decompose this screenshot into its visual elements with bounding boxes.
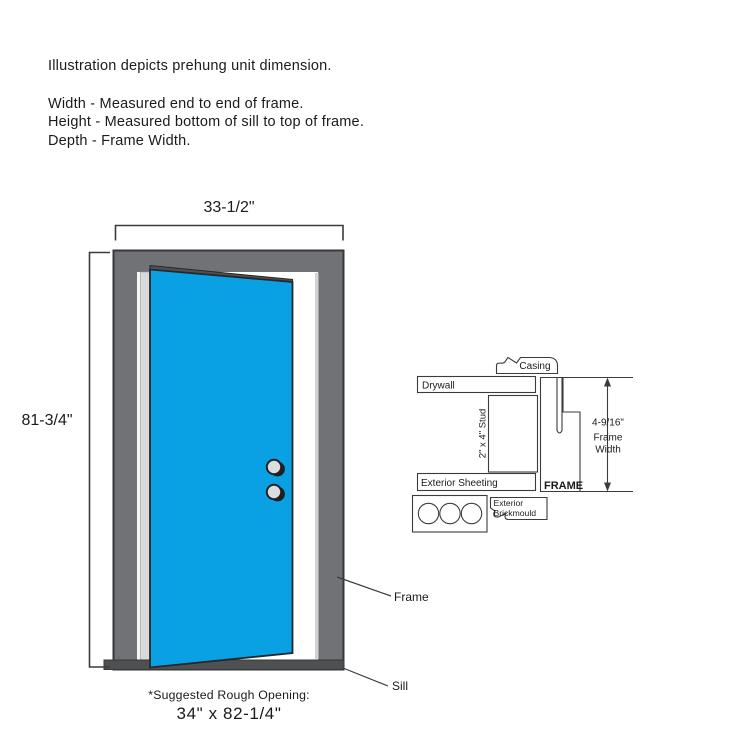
arrow-down	[604, 482, 611, 492]
hinge-jamb-highlight	[137, 272, 141, 662]
rough-opening-note: *Suggested Rough Opening: 34" x 82-1/4"	[103, 688, 355, 724]
sheeting-label: Exterior Sheeting	[421, 478, 498, 489]
arrow-up	[604, 377, 611, 387]
deadbolt-knob	[265, 458, 283, 476]
rough-opening-label: *Suggested Rough Opening:	[148, 688, 310, 702]
stud-label: 2" x 4" Stud	[478, 409, 489, 459]
height-dimension-text: 81-3/4"	[21, 412, 72, 429]
height-dimension-line	[88, 251, 110, 668]
door-illustration	[103, 249, 345, 671]
drywall-box	[416, 375, 537, 394]
sill-label: Sill	[392, 679, 408, 693]
siding-circle	[439, 502, 461, 525]
brickmould-label-line1: Exterior	[494, 498, 524, 508]
casing-profile	[495, 356, 559, 375]
frame-label: Frame	[394, 590, 429, 604]
frame-width-label-line1: Frame	[594, 433, 623, 444]
height-definition: Height - Measured bottom of sill to top …	[48, 114, 365, 131]
frame-profile	[539, 376, 581, 493]
intro-text: Illustration depicts prehung unit dimens…	[48, 58, 332, 74]
door-panel	[149, 268, 294, 669]
depth-definition: Depth - Frame Width.	[48, 132, 191, 149]
sill-leader-line	[342, 667, 389, 687]
casing-label: Casing	[519, 361, 550, 372]
width-dimension-text: 33-1/2"	[203, 199, 254, 216]
right-jamb-highlight	[315, 273, 319, 659]
stud-section	[487, 394, 539, 473]
drywall-label: Drywall	[422, 381, 455, 392]
dimension-definitions: Width - Measured end to end of frame. He…	[48, 95, 364, 150]
frame-width-dim-text: 4-9/16"	[592, 418, 624, 429]
dimension-lines: 33-1/2" 81-3/4"	[21, 199, 344, 668]
frame-section-label: FRAME	[544, 480, 583, 492]
rough-opening-value: 34" x 82-1/4"	[176, 704, 282, 723]
brickmould-profile	[489, 496, 548, 521]
cross-section-detail: Casing Drywall 2" x 4" Stud FRAME Exteri…	[411, 356, 633, 533]
handle-knob	[265, 483, 283, 501]
width-definition: Width - Measured end to end of frame.	[48, 96, 304, 112]
frame-kerf	[556, 378, 563, 434]
sill-shape	[103, 659, 345, 670]
siding-circle	[417, 502, 440, 525]
siding-circle	[460, 502, 483, 525]
sheeting-box	[416, 472, 537, 492]
frame-width-label-line2: Width	[595, 445, 621, 456]
callouts: Frame Sill	[336, 576, 429, 693]
width-dimension-line	[114, 224, 344, 241]
brickmould-label-line2: Brickmould	[494, 508, 537, 518]
frame-leader-line	[336, 576, 392, 597]
hinge-jamb	[140, 271, 151, 664]
